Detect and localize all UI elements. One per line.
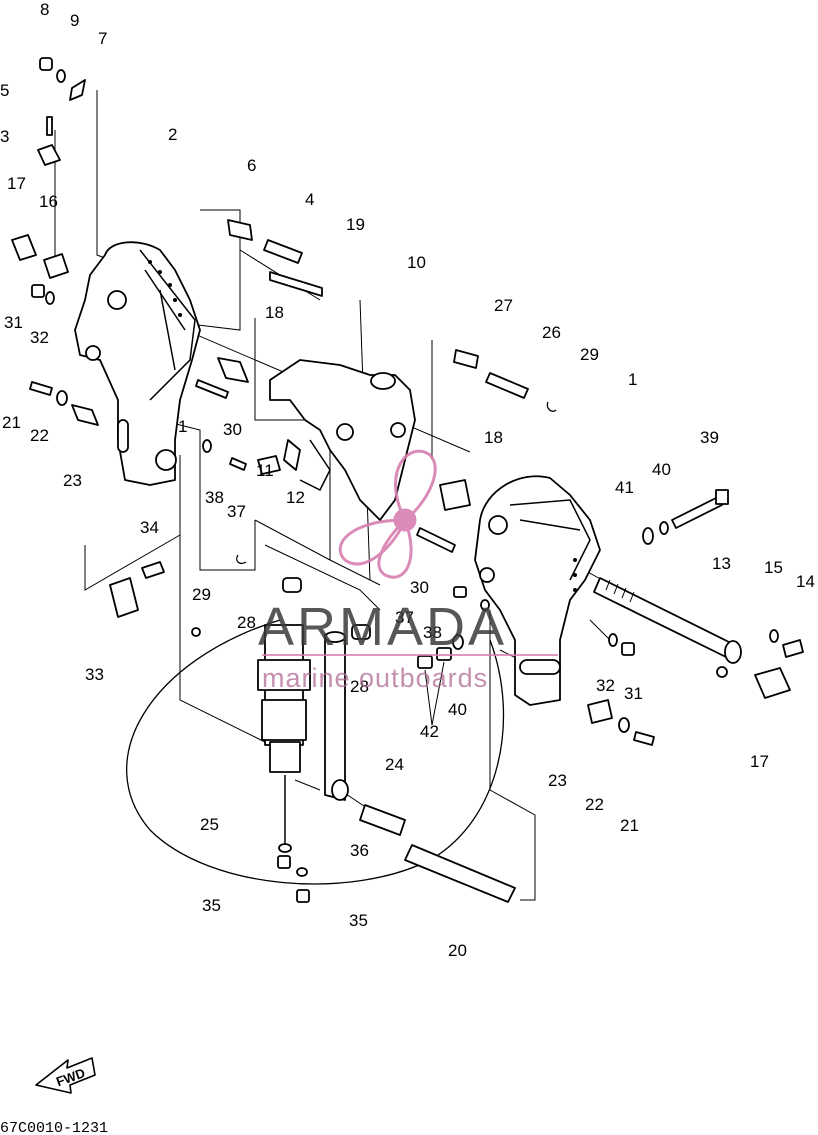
pin-26 (485, 372, 529, 399)
spacer-24 (359, 804, 406, 836)
part-label-14: 14 (796, 572, 815, 591)
part-label-21b: 21 (620, 816, 639, 835)
swivel-bracket (269, 359, 416, 521)
part-label-16: 16 (39, 192, 58, 211)
part-label-32: 32 (30, 328, 49, 347)
part-label-17: 17 (7, 174, 26, 193)
part-label-15: 15 (764, 558, 783, 577)
part-label-34: 34 (140, 518, 159, 537)
part-label-30a: 30 (223, 420, 242, 439)
tube-20 (404, 844, 516, 903)
part-label-21a: 21 (2, 413, 21, 432)
part-label-11: 11 (256, 461, 274, 480)
part-label-22a: 22 (30, 426, 49, 445)
trim-cylinder (191, 624, 349, 845)
part-labels: 8 9 7 5 3 2 17 16 31 32 6 4 19 10 18 27 … (0, 0, 815, 960)
part-label-19: 19 (346, 215, 365, 234)
part-label-38b: 38 (423, 623, 442, 642)
bolt-39 (671, 489, 729, 529)
part-label-36: 36 (350, 841, 369, 860)
part-label-30b: 30 (410, 578, 429, 597)
part-label-39: 39 (700, 428, 719, 447)
part-label-29b: 29 (192, 585, 211, 604)
part-label-29a: 29 (580, 345, 599, 364)
part-label-40b: 40 (448, 700, 467, 719)
part-label-8: 8 (40, 0, 49, 19)
part-label-31b: 31 (624, 684, 643, 703)
forward-direction-arrow: FWD (35, 1057, 96, 1094)
part-label-12: 12 (286, 488, 305, 507)
part-label-35b: 35 (349, 911, 368, 930)
stern-bracket-left (74, 241, 201, 486)
part-label-27: 27 (494, 296, 513, 315)
part-label-23b: 23 (548, 771, 567, 790)
part-label-40a: 40 (652, 460, 671, 479)
pin-4 (263, 239, 303, 264)
part-label-31: 31 (4, 313, 23, 332)
part-label-37a: 37 (227, 502, 246, 521)
part-label-24: 24 (385, 755, 404, 774)
part-label-32b: 32 (596, 676, 615, 695)
watermark-tagline: marine outboards (262, 663, 488, 693)
part-label-26: 26 (542, 323, 561, 342)
part-label-10: 10 (407, 253, 426, 272)
tilt-tube (593, 577, 742, 678)
part-label-1a: 1 (628, 370, 637, 389)
part-label-5: 5 (0, 81, 9, 100)
pin-19 (269, 271, 323, 297)
part-label-22b: 22 (585, 795, 604, 814)
part-label-28b: 28 (350, 677, 369, 696)
part-label-33: 33 (85, 665, 104, 684)
part-label-23a: 23 (63, 471, 82, 490)
part-label-41: 41 (615, 478, 634, 497)
part-label-4: 4 (305, 190, 314, 209)
part-label-3: 3 (0, 127, 9, 146)
part-label-17b: 17 (750, 752, 769, 771)
watermark: ARMADA marine outboards (258, 449, 558, 693)
watermark-propeller-icon (338, 449, 437, 579)
part-label-42: 42 (420, 722, 439, 741)
part-label-28a: 28 (237, 613, 256, 632)
diagram-code: 67C0010-1231 (0, 1120, 108, 1135)
part-label-1b: 1 (178, 417, 187, 436)
part-label-20: 20 (448, 941, 467, 960)
part-label-38a: 38 (205, 488, 224, 507)
wire-loop (126, 619, 505, 885)
stern-bracket-right (474, 475, 601, 706)
part-label-7: 7 (98, 29, 107, 48)
small-parts (11, 57, 804, 903)
leader-42 (424, 661, 445, 726)
part-label-35a: 35 (202, 896, 221, 915)
part-label-18a: 18 (265, 303, 284, 322)
part-label-25: 25 (200, 815, 219, 834)
part-label-37b: 37 (395, 608, 414, 627)
part-label-18b: 18 (484, 428, 503, 447)
part-label-9: 9 (70, 11, 79, 30)
part-label-6: 6 (247, 156, 256, 175)
part-label-2: 2 (168, 125, 177, 144)
part-label-13: 13 (712, 554, 731, 573)
watermark-brand: ARMADA (258, 597, 507, 657)
